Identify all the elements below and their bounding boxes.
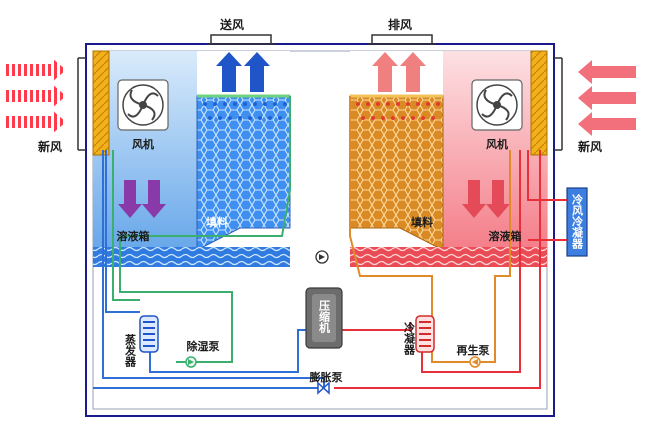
right-inlet-bracket (554, 57, 563, 151)
compressor-label: 压缩机 (318, 299, 331, 334)
expansion-valve-label: 膨胀泵 (309, 370, 343, 384)
dehumid-pump-label: 除湿泵 (187, 339, 220, 353)
right-droplets (356, 102, 440, 120)
compressor-icon (305, 287, 343, 349)
dehumid-pump-icon (185, 356, 197, 368)
supply-air-label: 送风 (219, 17, 244, 32)
left-down-arrows (118, 180, 166, 218)
fresh-air-right-arrows (578, 60, 636, 136)
left-fan-label: 风机 (132, 137, 154, 151)
supply-air-arrows (216, 52, 270, 92)
refrigerant-hot-line (334, 150, 567, 389)
condenser-label: 冷凝器 (403, 321, 417, 356)
left-droplets (203, 102, 287, 120)
expansion-valve-icon (317, 381, 330, 395)
condenser-coil-icon (415, 315, 435, 353)
left-tank-label: 溶液箱 (117, 229, 150, 243)
air-cooled-condenser-label: 冷风冷凝器 (571, 193, 585, 250)
exhaust-air-label: 排风 (388, 17, 412, 32)
evaporator-coil-icon (139, 315, 159, 353)
right-filter-pad (530, 50, 548, 156)
left-filler-label: 填料 (206, 215, 228, 229)
right-fan-label: 风机 (486, 137, 508, 151)
right-fan-icon (471, 79, 523, 131)
left-fan-icon (117, 79, 169, 131)
dehumid-solution-loop (112, 96, 291, 363)
left-filter-pad (92, 50, 110, 156)
regen-pump-icon (469, 356, 481, 368)
right-filler-label: 填料 (411, 215, 433, 229)
air-cooled-condenser (566, 187, 588, 257)
supply-duct-flange (207, 34, 275, 45)
right-down-arrows (462, 180, 510, 218)
refrigerant-cold-line (102, 150, 325, 388)
left-inlet-bracket (77, 57, 86, 151)
fresh-air-left-arrows (4, 58, 66, 134)
exhaust-air-arrows (372, 52, 426, 92)
outer-frame (85, 43, 555, 417)
fresh-air-right-label: 新风 (578, 139, 602, 154)
evaporator-label: 蒸发器 (124, 333, 138, 368)
exhaust-duct-flange (368, 34, 436, 45)
regen-pump-label: 再生泵 (457, 343, 490, 357)
right-tank-label: 溶液箱 (489, 229, 522, 243)
regen-solution-loop (349, 96, 511, 363)
fresh-air-left-label: 新风 (38, 139, 62, 154)
